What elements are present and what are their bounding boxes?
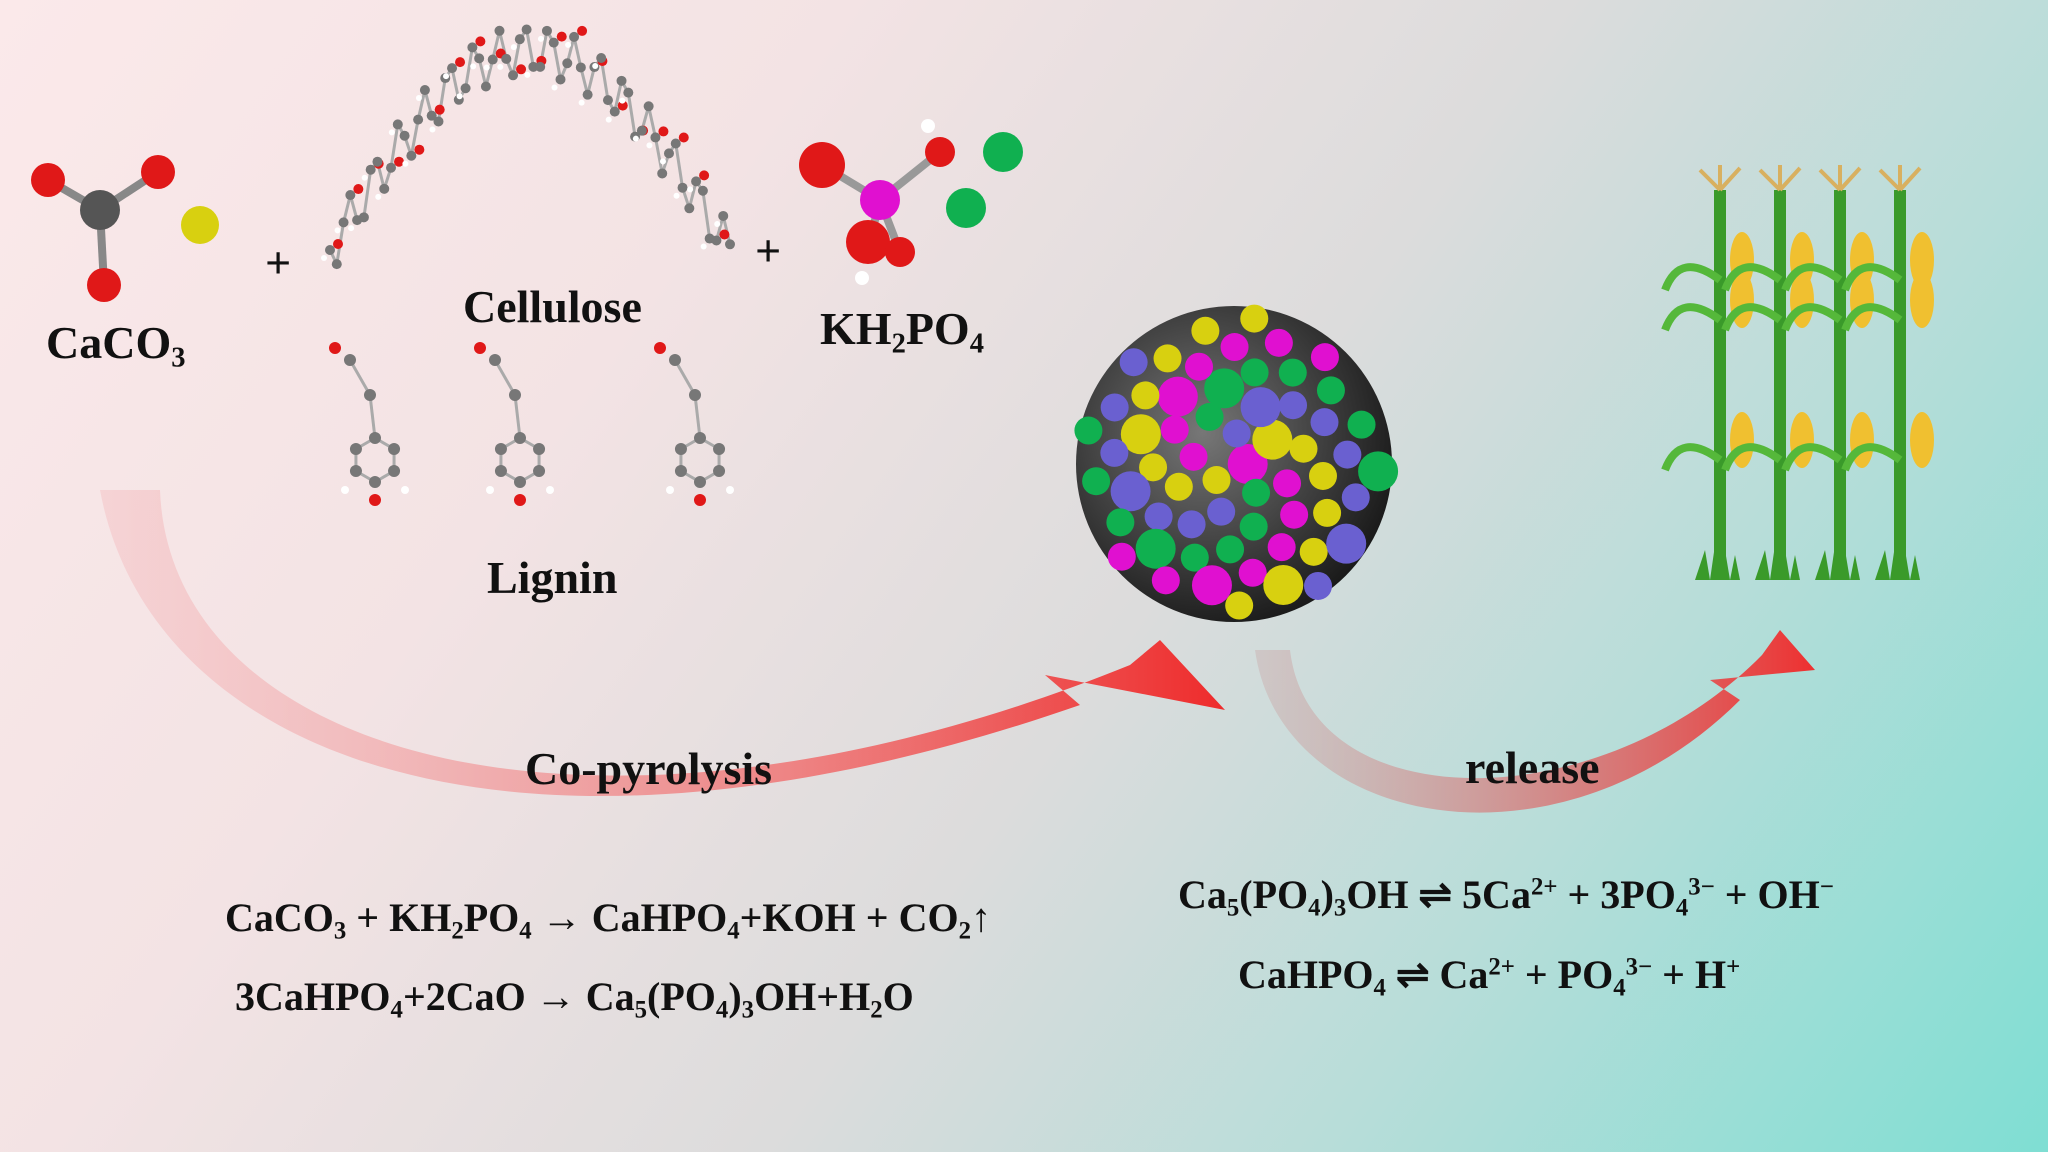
plus-sign-1: + (265, 237, 292, 288)
equation-4: CaHPO4 ⇌ Ca2+ + PO43− + H+ (1238, 952, 1741, 1002)
equation-2: 3CaHPO4+2CaO → Ca5(PO4)3OH+H2O (235, 974, 914, 1024)
equation-3: Ca5(PO4)3OH ⇌ 5Ca2+ + 3PO43− + OH− (1178, 872, 1834, 922)
cellulose-molecule (321, 24, 735, 270)
release-arrow (1255, 630, 1815, 813)
kh2po4-molecule (799, 119, 1023, 285)
equation-1: CaCO3 + KH2PO4 → CaHPO4+KOH + CO2↑ (225, 895, 991, 945)
kh2po4-label: KH2PO4 (820, 303, 984, 360)
caco3-label: CaCO3 (46, 317, 186, 374)
lignin-label: Lignin (487, 552, 618, 603)
lignin-molecules (329, 342, 734, 506)
biochar-particle (1074, 304, 1399, 622)
co-pyrolysis-label: Co-pyrolysis (525, 743, 773, 794)
plus-sign-2: + (755, 225, 782, 276)
cellulose-label: Cellulose (463, 281, 642, 332)
release-label: release (1465, 742, 1600, 793)
caco3-molecule (31, 155, 219, 302)
corn-plants (1661, 165, 1934, 580)
